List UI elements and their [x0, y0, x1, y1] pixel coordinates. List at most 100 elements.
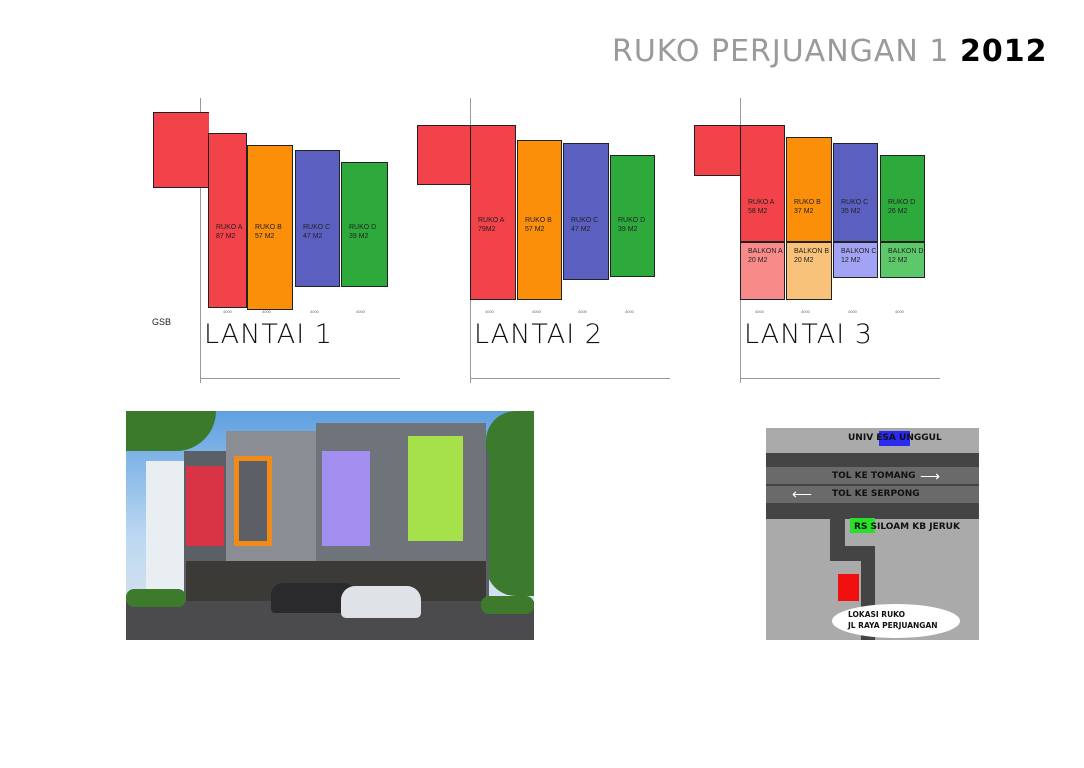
unit-balkon-c[interactable]	[833, 242, 878, 278]
unit-area: 79M2	[478, 226, 496, 233]
green-facade-panel	[408, 436, 463, 541]
site-boundary-line	[200, 378, 400, 379]
floor-label: LANTAI 3	[744, 319, 873, 350]
balcony-name: BALKON C	[841, 248, 877, 255]
unit-label: RUKO D 26 M2	[888, 198, 915, 216]
unit-label: RUKO A 79M2	[478, 216, 504, 234]
unit-name: RUKO C	[571, 217, 599, 224]
unit-label: RUKO B 57 M2	[255, 223, 282, 241]
dimension-label: 4000	[310, 309, 319, 314]
location-label-1: LOKASI RUKO	[848, 610, 906, 619]
unit-name: RUKO D	[349, 224, 377, 231]
university-label: UNIV ESA UNGGUL	[848, 433, 942, 443]
ruko-a-wing	[153, 112, 209, 188]
balcony-label: BALKON B 20 M2	[794, 247, 829, 265]
unit-name: RUKO B	[794, 199, 821, 206]
unit-name: RUKO D	[888, 199, 916, 206]
building-rendering	[126, 411, 534, 640]
unit-area: 57 M2	[255, 233, 275, 240]
dimension-label: 4000	[532, 309, 541, 314]
unit-balkon-b[interactable]	[786, 242, 832, 300]
unit-name: RUKO A	[216, 224, 243, 231]
hospital-marker	[850, 518, 875, 533]
unit-name: RUKO D	[618, 217, 646, 224]
unit-area: 37 M2	[794, 208, 814, 215]
toll-tomang-label: TOL KE TOMANG	[832, 471, 916, 481]
site-boundary-line	[740, 378, 940, 379]
unit-area: 58 M2	[748, 208, 768, 215]
unit-label: RUKO C 35 M2	[841, 198, 868, 216]
dimension-label: 4000	[895, 309, 904, 314]
university-marker	[879, 431, 910, 446]
unit-name: RUKO A	[478, 217, 505, 224]
unit-ruko-a[interactable]	[740, 125, 785, 242]
gsb-label: GSB	[152, 317, 172, 327]
location-label-2: JL RAYA PERJUANGAN	[848, 621, 938, 630]
unit-ruko-b[interactable]	[517, 140, 562, 300]
unit-area: 39 M2	[349, 233, 369, 240]
unit-balkon-d[interactable]	[880, 242, 925, 278]
dimension-label: 4000	[262, 309, 271, 314]
balcony-name: BALKON B	[794, 248, 830, 255]
arrow-left-icon: ⟵	[792, 486, 813, 502]
ruko-a-wing	[417, 125, 471, 185]
site-boundary-line	[200, 98, 201, 378]
unit-ruko-d[interactable]	[880, 155, 925, 242]
page-title: RUKO PERJUANGAN 1 2012	[612, 34, 1048, 69]
unit-area: 35 M2	[841, 208, 861, 215]
dimension-label: 4000	[848, 309, 857, 314]
dimension-label: 4000	[356, 309, 365, 314]
balcony-label: BALKON D 12 M2	[888, 247, 923, 265]
dimension-label: 4000	[801, 309, 810, 314]
dimension-label: 4000	[625, 309, 634, 314]
location-callout	[832, 604, 960, 638]
balcony-area: 20 M2	[794, 257, 814, 264]
unit-ruko-d[interactable]	[610, 155, 655, 277]
dimension-label: 4000	[223, 309, 232, 314]
car-white	[341, 586, 421, 618]
unit-balkon-a[interactable]	[740, 242, 785, 300]
balcony-area: 12 M2	[888, 257, 908, 264]
unit-ruko-d[interactable]	[341, 162, 388, 287]
balcony-area: 20 M2	[748, 257, 768, 264]
unit-ruko-c[interactable]	[563, 143, 609, 280]
balcony-area: 12 M2	[841, 257, 861, 264]
balcony-name: BALKON D	[888, 248, 924, 255]
unit-ruko-b[interactable]	[786, 137, 832, 242]
unit-ruko-a[interactable]	[470, 125, 516, 300]
floor-plan-2: RUKO A 79M2 4000 RUKO B 57 M2 4000 RUKO C 47 M2…	[410, 95, 680, 385]
dimension-label: 4000	[578, 309, 587, 314]
orange-facade-panel	[234, 456, 272, 546]
floor-label: LANTAI 2	[474, 319, 603, 350]
ruko-a-wing	[694, 125, 741, 176]
unit-ruko-c[interactable]	[833, 143, 878, 242]
toll-serpong-label: TOL KE SERPONG	[832, 489, 920, 499]
unit-ruko-c[interactable]	[295, 150, 340, 287]
unit-name: RUKO C	[841, 199, 869, 206]
unit-area: 57 M2	[525, 226, 545, 233]
site-boundary-line	[470, 378, 670, 379]
red-facade-panel	[186, 466, 224, 546]
unit-area: 47 M2	[303, 233, 323, 240]
balcony-label: BALKON C 12 M2	[841, 247, 876, 265]
unit-area: 87 M2	[216, 233, 236, 240]
unit-name: RUKO B	[255, 224, 282, 231]
dimension-label: 4000	[755, 309, 764, 314]
unit-ruko-a[interactable]	[208, 133, 247, 308]
unit-area: 47 M2	[571, 226, 591, 233]
unit-name: RUKO B	[525, 217, 552, 224]
unit-area: 26 M2	[888, 208, 908, 215]
floor-label: LANTAI 1	[204, 319, 333, 350]
unit-ruko-b[interactable]	[247, 145, 293, 310]
purple-facade-panel	[322, 451, 370, 546]
dimension-label: 4000	[485, 309, 494, 314]
unit-label: RUKO A 87 M2	[216, 223, 242, 241]
title-year: 2012	[960, 34, 1048, 69]
